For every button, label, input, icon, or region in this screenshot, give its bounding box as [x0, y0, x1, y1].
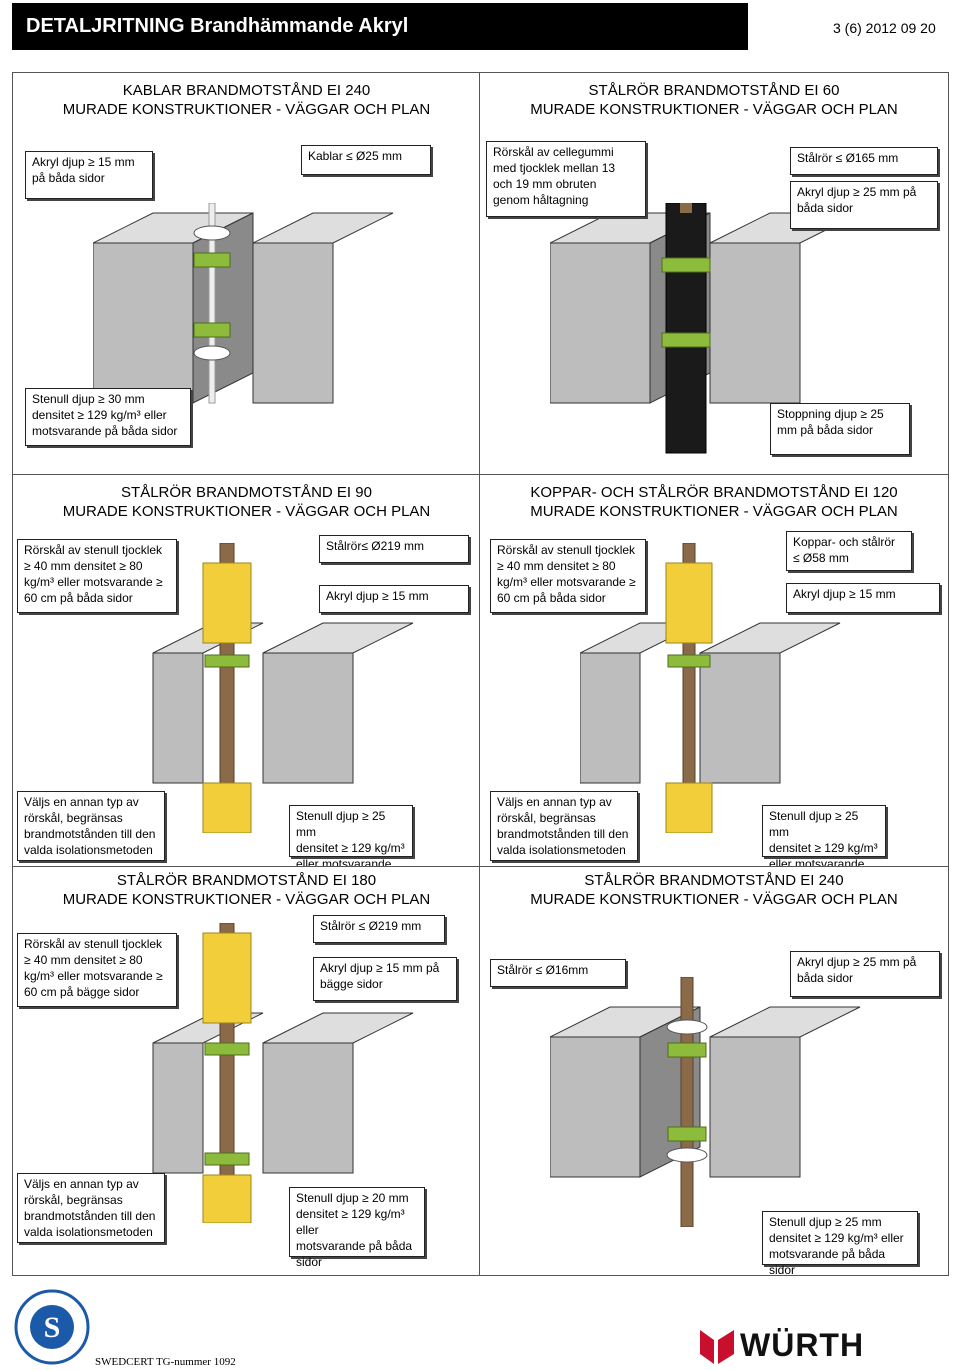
- cable: [208, 203, 216, 404]
- wall-illustration: [550, 203, 861, 454]
- callout-steel-pipe: Stålrör ≤ Ø219 mm: [313, 915, 445, 943]
- wall-illustration: [152, 923, 414, 1223]
- callout-steel-pipe: Stålrör ≤ Ø16mm: [490, 959, 626, 987]
- stone-wool-shell: [202, 782, 252, 833]
- stone-wool-shell: [202, 932, 252, 1024]
- header-bar: DETALJRITNING Brandhämmande Akryl: [12, 3, 748, 50]
- callout-stuffing: Stoppning djup ≥ 25 mm på båda sidor: [770, 403, 910, 455]
- panel-title: STÅLRÖR BRANDMOTSTÅND EI 90 MURADE KONST…: [62, 484, 431, 520]
- rubber-insulation: [665, 203, 707, 454]
- callout-acrylic-depth: Akryl djup ≥ 25 mm på båda sidor: [790, 181, 938, 229]
- stone-wool-shell: [665, 562, 713, 644]
- callout-other-insulation: Väljs en annan typ av rörskål, begränsas…: [490, 791, 638, 861]
- callout-stone-wool-shell: Rörskål av stenull tjocklek ≥ 40 mm dens…: [17, 933, 177, 1007]
- document-title: DETALJRITNING Brandhämmande Akryl: [26, 15, 409, 37]
- swedcert-number: SWEDCERT TG-nummer 1092: [95, 1356, 236, 1368]
- svg-text:S: S: [44, 1311, 61, 1344]
- callout-steel-pipe: Stålrör ≤ Ø165 mm: [790, 147, 938, 175]
- wall-illustration: [152, 543, 414, 833]
- panel-steel-pipe-ei90: STÅLRÖR BRANDMOTSTÅND EI 90 MURADE KONST…: [12, 474, 481, 868]
- callout-steel-pipe: Stålrör≤ Ø219 mm: [319, 535, 469, 563]
- callout-acrylic-depth: Akryl djup ≥ 15 mm: [319, 585, 469, 613]
- stone-wool-shell: [202, 562, 252, 644]
- callout-copper-steel-pipe: Koppar- och stålrör ≤ Ø58 mm: [786, 531, 912, 571]
- wall-illustration: [580, 543, 841, 833]
- panel-steel-pipe-ei240: STÅLRÖR BRANDMOTSTÅND EI 240 MURADE KONS…: [479, 866, 949, 1276]
- steel-pipe: [680, 203, 692, 213]
- panel-steel-pipe-ei60: STÅLRÖR BRANDMOTSTÅND EI 60 MURADE KONST…: [479, 72, 949, 476]
- panel-cables-ei240: KABLAR BRANDMOTSTÅND EI 240 MURADE KONST…: [12, 72, 481, 476]
- callout-stone-wool-shell: Rörskål av stenull tjocklek ≥ 40 mm dens…: [17, 539, 177, 613]
- wall-illustration: [93, 203, 394, 404]
- callout-acrylic-depth: Akryl djup ≥ 25 mm på båda sidor: [790, 951, 940, 997]
- wurth-brand: WÜRTH: [740, 1327, 865, 1363]
- steel-pipe: [680, 977, 694, 1227]
- callout-stone-wool: Stenull djup ≥ 25 mm densitet ≥ 129 kg/m…: [762, 1211, 918, 1275]
- callout-other-insulation: Väljs en annan typ av rörskål, begränsas…: [17, 1173, 165, 1243]
- wurth-logo-mark: [700, 1330, 734, 1364]
- page-number-date: 3 (6) 2012 09 20: [833, 20, 936, 36]
- stone-wool-shell: [202, 1174, 252, 1223]
- panel-title: KOPPAR- OCH STÅLRÖR BRANDMOTSTÅND EI 120…: [530, 484, 898, 520]
- callout-stone-wool: Stenull djup ≥ 25 mm densitet ≥ 129 kg/m…: [289, 805, 413, 867]
- callout-stone-wool: Stenull djup ≥ 30 mm densitet ≥ 129 kg/m…: [25, 388, 191, 446]
- callout-acrylic-depth: Akryl djup ≥ 15 mm: [786, 583, 940, 613]
- callout-stone-wool: Stenull djup ≥ 25 mm densitet ≥ 129 kg/m…: [762, 805, 886, 867]
- callout-stone-wool-shell: Rörskål av stenull tjocklek ≥ 40 mm dens…: [490, 539, 646, 613]
- panel-title: STÅLRÖR BRANDMOTSTÅND EI 240 MURADE KONS…: [530, 872, 898, 908]
- callout-acrylic-depth: Akryl djup ≥ 15 mm på båda sidor: [25, 151, 153, 199]
- panel-title: KABLAR BRANDMOTSTÅND EI 240 MURADE KONST…: [62, 82, 431, 118]
- certification-board-logo: S: [14, 1289, 90, 1365]
- callout-other-insulation: Väljs en annan typ av rörskål, begränsas…: [17, 791, 165, 861]
- panel-copper-steel-ei120: KOPPAR- OCH STÅLRÖR BRANDMOTSTÅND EI 120…: [479, 474, 949, 868]
- panel-steel-pipe-ei180: STÅLRÖR BRANDMOTSTÅND EI 180 MURADE KONS…: [12, 866, 481, 1276]
- panel-title: STÅLRÖR BRANDMOTSTÅND EI 60 MURADE KONST…: [530, 82, 898, 118]
- callout-acrylic-depth: Akryl djup ≥ 15 mm på bägge sidor: [313, 957, 457, 1001]
- panel-title: STÅLRÖR BRANDMOTSTÅND EI 180 MURADE KONS…: [62, 872, 431, 908]
- callout-rubber-insulation: Rörskål av cellegummi med tjocklek mella…: [486, 141, 646, 217]
- wall-illustration: [550, 977, 861, 1227]
- callout-cables: Kablar ≤ Ø25 mm: [301, 145, 431, 175]
- stone-wool-shell: [665, 782, 713, 833]
- callout-stone-wool: Stenull djup ≥ 20 mm densitet ≥ 129 kg/m…: [289, 1187, 425, 1269]
